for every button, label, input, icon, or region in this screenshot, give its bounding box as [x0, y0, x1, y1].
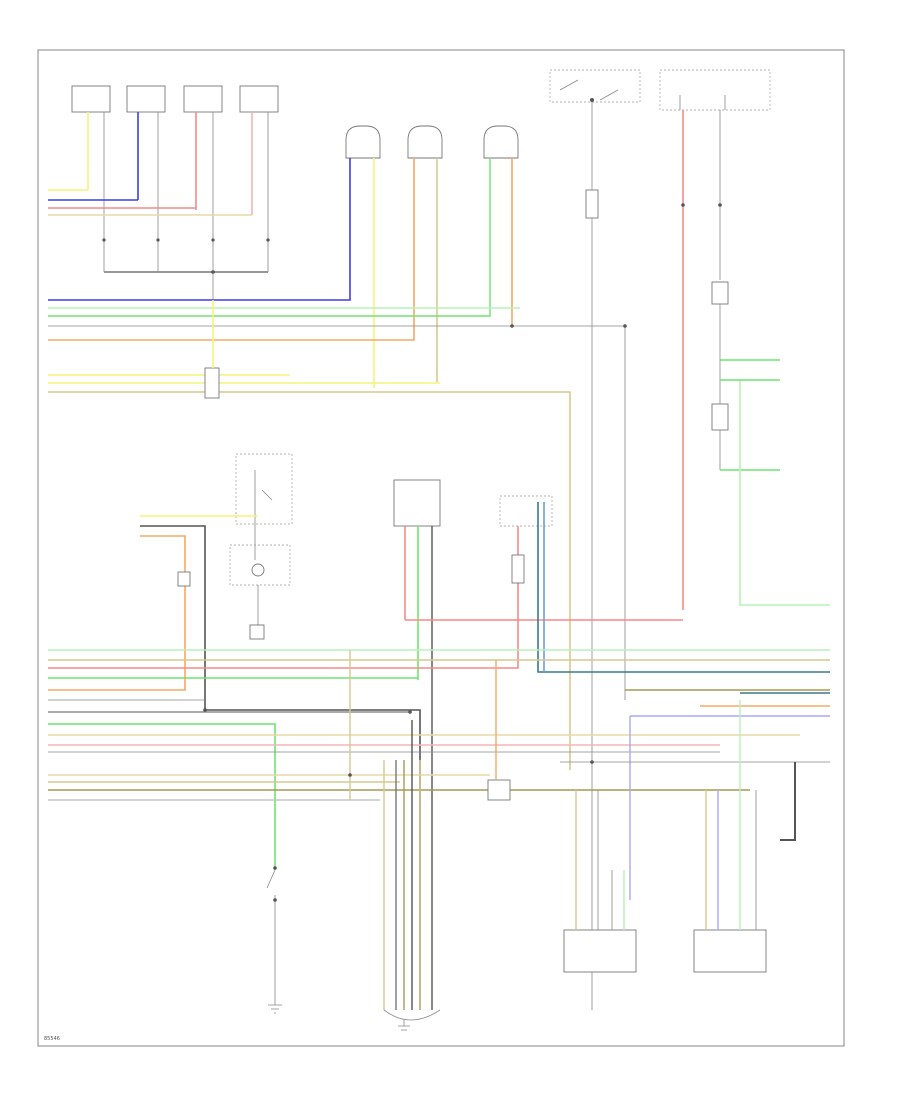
yellow-splice-rows — [48, 300, 571, 770]
switch-right-1 — [711, 281, 729, 305]
connector-c — [483, 125, 519, 159]
ground-mid — [249, 624, 265, 640]
splice-block — [204, 367, 220, 399]
fuse-block-box — [659, 69, 771, 111]
diagram-frame — [37, 49, 845, 1047]
sensor-2-box — [126, 85, 166, 113]
bottom-right-sensor-a — [563, 790, 637, 973]
top-left-horizontal-wires — [48, 189, 252, 216]
bottom-right-sensor-b — [693, 700, 767, 973]
ground-switch-dots — [102, 238, 270, 274]
bottom-center-ground — [383, 720, 441, 1031]
indicator-lamp — [251, 563, 265, 577]
right-harness — [560, 689, 830, 900]
top-right-ignition — [549, 69, 771, 1010]
sensor-b-box — [693, 929, 767, 973]
top-center-connectors — [345, 125, 519, 159]
junction-dots — [203, 203, 722, 777]
splice-center-bottom — [487, 779, 511, 801]
center-control-unit — [393, 479, 683, 1010]
top-center-wires — [48, 158, 513, 388]
top-left-sensor-group — [71, 85, 279, 113]
mid-left-switch — [229, 453, 293, 640]
mid-left-module-wires — [48, 515, 421, 1010]
switch-box-mid — [235, 453, 293, 525]
connector-b — [407, 125, 443, 159]
connector-mid-left — [177, 571, 191, 587]
lower-harness — [48, 649, 830, 870]
sensor-a-box — [563, 929, 637, 973]
control-unit-box — [393, 479, 441, 527]
sensor-4-box — [239, 85, 279, 113]
right-sensor-chain — [711, 281, 830, 606]
switch-right-2 — [711, 403, 729, 431]
center-right-module — [48, 495, 830, 673]
top-left-vertical-wires — [87, 112, 269, 250]
connector-cr — [511, 554, 525, 584]
module-box-cr — [499, 495, 553, 527]
footer-code: 85546 — [44, 1036, 60, 1042]
resistor-right — [585, 189, 599, 219]
bottom-left-switch — [266, 866, 282, 1014]
connector-a — [345, 125, 381, 159]
sensor-3-box — [183, 85, 223, 113]
ignition-switch-box — [549, 69, 641, 103]
sensor-1-box — [71, 85, 111, 113]
lamp-box — [229, 544, 291, 586]
